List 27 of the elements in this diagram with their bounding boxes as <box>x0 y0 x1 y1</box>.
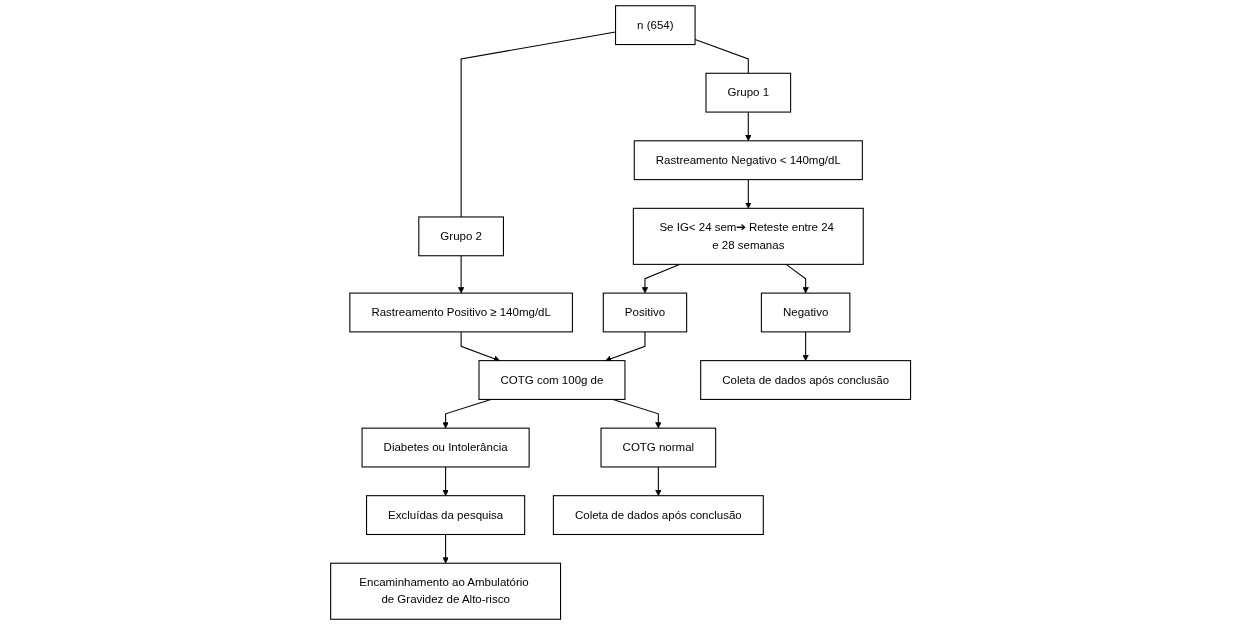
connector <box>460 31 616 218</box>
node-box: Encaminhamento ao Ambulatório de Gravidez de Alto-risco <box>330 562 561 620</box>
node-box: Rastreamento Negativo < 140mg/dL <box>633 140 863 181</box>
node-box: Coleta de dados após conclusão <box>552 495 764 535</box>
arrow <box>655 466 662 496</box>
node-box: n (654) <box>614 5 696 46</box>
arrow <box>442 533 449 564</box>
arrow <box>457 255 465 294</box>
arrow <box>745 179 752 209</box>
node-box: Diabetes ou Intolerância <box>361 427 530 468</box>
connector <box>694 39 749 74</box>
node-box: Grupo 2 <box>418 216 504 257</box>
node-box: Rastreamento Positivo ≥ 140mg/dL <box>349 292 573 333</box>
arrow <box>785 263 809 294</box>
arrow <box>460 331 500 362</box>
node-box: Grupo 1 <box>705 72 792 113</box>
node-box: COTG normal <box>600 427 717 468</box>
node-box: Se IG< 24 sem➔ Reteste entre 24 e 28 semanas <box>632 207 864 265</box>
node-box: Excluídas da pesquisa <box>365 495 526 535</box>
arrow <box>745 111 752 142</box>
arrow <box>605 331 646 362</box>
arrow <box>802 331 809 361</box>
node-box: Coleta de dados após conclusão <box>700 360 911 400</box>
arrow <box>442 466 449 496</box>
node-box: Negativo <box>760 292 851 333</box>
node-box: Positivo <box>602 292 688 333</box>
node-box: COTG com 100g de <box>478 360 626 400</box>
